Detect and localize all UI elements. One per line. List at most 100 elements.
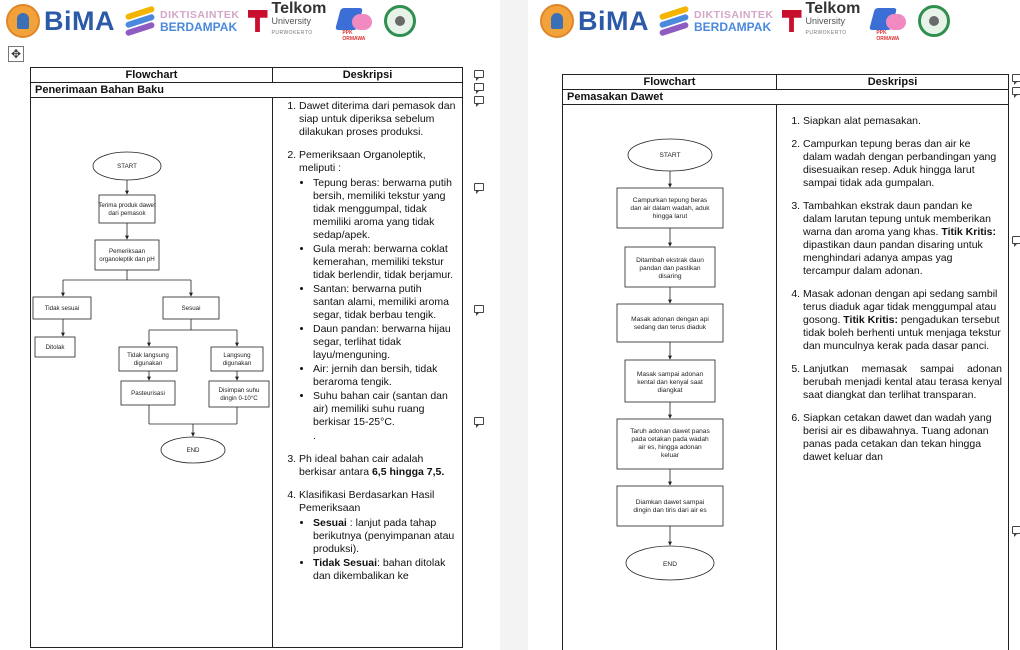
flow-step-ditolak	[34, 336, 76, 358]
flow-label-pemeriksaan-1: Pemeriksaan	[109, 248, 146, 255]
diktisaintek-logo-text: DIKTISAINTEK BERDAMPAK	[160, 9, 240, 33]
telkom-line2: University	[271, 16, 312, 26]
description-steps: Dawet diterima dari pemasok dan siap unt…	[281, 100, 456, 583]
flow-label-langsung-1: Langsung	[223, 352, 251, 359]
flow-step-taruh-cetakan	[616, 418, 724, 470]
header-logos: BiMA DIKTISAINTEK BERDAMPAK Telkom Unive…	[6, 1, 417, 42]
bima-badge-icon	[6, 4, 40, 38]
bima-logo-text: BiMA	[44, 5, 115, 36]
flow-label-start: START	[117, 163, 137, 170]
step-3-critical-label: Titik Kritis:	[941, 226, 996, 238]
comment-marker-icon[interactable]	[474, 96, 484, 107]
comment-marker-icon[interactable]	[474, 70, 484, 81]
step-4: Masak adonan dengan api sedang sambil te…	[803, 288, 1002, 353]
dikti-line1: DIKTISAINTEK	[160, 9, 240, 21]
comment-marker-icon[interactable]	[1012, 526, 1020, 537]
comment-marker-icon[interactable]	[1012, 74, 1020, 85]
flow-label-kental-3: diangkat	[658, 387, 683, 394]
step-4-text: Masak adonan dengan api sedang sambil te…	[803, 288, 998, 326]
ppk-ormawa-logo-icon: PPK ORMAWA	[869, 6, 910, 42]
step-1: Siapkan alat pemasakan.	[803, 115, 1002, 128]
flow-label-start: START	[659, 152, 680, 159]
university-seal-icon	[384, 5, 417, 37]
flow-end-terminal	[625, 545, 715, 581]
flow-step-masak-kental	[624, 359, 716, 403]
comment-marker-icon[interactable]	[474, 83, 484, 94]
flow-label-diamkan-2: dingin dan tiris dari air es	[633, 507, 707, 514]
flow-step-ekstrak-pandan	[624, 246, 716, 288]
classification-tidak-sesuai-label: Tidak Sesuai	[313, 557, 378, 569]
flow-label-campurkan-3: hingga larut	[653, 213, 688, 220]
flow-label-tidak-langsung-1: Tidak langsung	[127, 352, 169, 359]
step-3: Tambahkan ekstrak daun pandan ke dalam l…	[803, 200, 1002, 278]
organoleptic-item-santan: Santan: berwarna putih santan alami, mem…	[313, 283, 456, 322]
diktisaintek-logo-text: DIKTISAINTEK BERDAMPAK	[694, 9, 774, 33]
flow-step-tidak-langsung	[118, 346, 178, 372]
organoleptic-item-gula: Gula merah: berwarna coklat kemerahan, m…	[313, 243, 456, 282]
comment-marker-icon[interactable]	[1012, 87, 1020, 98]
flow-label-pasteurisasi: Pasteurisasi	[131, 390, 165, 397]
organoleptic-item-suhu: Suhu bahan cair (santan dan air) memilik…	[313, 390, 456, 429]
column-header-deskripsi: Deskripsi	[272, 67, 463, 83]
comment-marker-icon[interactable]	[474, 305, 484, 316]
flow-label-taruh-4: keluar	[661, 452, 680, 459]
classification-list: Sesuai : lanjut pada tahap berikutnya (p…	[299, 517, 456, 583]
bima-logo-text: BiMA	[578, 5, 649, 36]
step-2-text: Pemeriksaan Organoleptik, meliputi :	[299, 149, 426, 174]
flow-step-terima	[98, 194, 156, 224]
flow-step-tidak-sesuai	[32, 296, 92, 320]
flow-step-masak-api-sedang	[616, 303, 724, 343]
flowchart-cell: START Campurkan tepung beras dan air dal…	[562, 104, 777, 650]
step-2: Campurkan tepung beras dan air ke dalam …	[803, 138, 1002, 190]
comment-marker-icon[interactable]	[474, 183, 484, 194]
step-4: Klasifikasi Berdasarkan Hasil Pemeriksaa…	[299, 489, 456, 583]
telkom-line3: PURWOKERTO	[271, 30, 313, 36]
column-header-flowchart: Flowchart	[562, 74, 777, 90]
organoleptic-item-air: Air: jernih dan bersih, tidak beraroma t…	[313, 363, 456, 389]
flow-label-kental-1: Masak sampai adonan	[637, 371, 704, 378]
classification-sesuai-text: : lanjut pada tahap berikutnya (penyimpa…	[313, 517, 455, 555]
step-3: Ph ideal bahan cair adalah berkisar anta…	[299, 453, 456, 479]
table-move-handle-icon[interactable]: ✥	[8, 46, 24, 62]
diktisaintek-logo-icon	[124, 5, 156, 37]
flow-step-pasteurisasi	[120, 380, 176, 406]
step-5-text: Lanjutkan memasak sampai adonan berubah …	[803, 363, 1002, 401]
description-cell: Dawet diterima dari pemasok dan siap unt…	[272, 97, 463, 648]
flow-label-campurkan-1: Campurkan tepung beras	[633, 197, 708, 204]
classification-sesuai-label: Sesuai	[313, 517, 347, 529]
flow-label-taruh-2: pada cetakan pada wadah	[631, 436, 709, 443]
flow-label-taruh-1: Taruh adonan dawet panas	[630, 428, 710, 435]
flow-label-ekstrak-2: pandan dan pastikan	[639, 265, 701, 272]
flow-label-end: END	[663, 561, 677, 568]
comment-marker-icon[interactable]	[474, 417, 484, 428]
step-3-text: Tambahkan ekstrak daun pandan ke dalam l…	[803, 200, 991, 238]
flow-label-terima-1: Terima produk dawet	[98, 202, 156, 209]
step-6: Siapkan cetakan dawet dan wadah yang ber…	[803, 412, 1002, 464]
step-2-trailing-dot: .	[313, 430, 316, 442]
flow-label-disimpan-1: Disimpan suhu	[219, 387, 260, 394]
flow-label-kental-2: kental dan kenyal saat	[637, 379, 703, 386]
flow-label-ekstrak-1: Ditambah ekstrak daun	[636, 257, 704, 264]
classification-item-tidak-sesuai: Tidak Sesuai: bahan ditolak dan dikembal…	[313, 557, 456, 583]
step-2: Pemeriksaan Organoleptik, meliputi : Tep…	[299, 149, 456, 443]
header-logos: BiMA DIKTISAINTEK BERDAMPAK Telkom Unive…	[540, 0, 951, 42]
step-2-text: Campurkan tepung beras dan air ke dalam …	[803, 138, 997, 189]
step-1: Dawet diterima dari pemasok dan siap unt…	[299, 100, 456, 139]
flow-label-masak-1: Masak adonan dengan api	[631, 316, 709, 323]
telkom-line1: Telkom	[805, 0, 861, 17]
flow-step-diamkan	[616, 485, 724, 527]
ppk-label: PPK ORMAWA	[342, 30, 366, 42]
comment-marker-icon[interactable]	[1012, 236, 1020, 247]
column-header-deskripsi: Deskripsi	[776, 74, 1009, 90]
flow-label-disimpan-2: dingin 0-10°C	[220, 395, 258, 402]
step-3-text: Ph ideal bahan cair adalah berkisar anta…	[299, 453, 424, 478]
step-3-ph-range: 6,5 hingga 7,5	[371, 466, 442, 478]
step-6-text: Siapkan cetakan dawet dan wadah yang ber…	[803, 412, 992, 463]
telkom-line3: PURWOKERTO	[805, 30, 847, 36]
description-steps: Siapkan alat pemasakan. Campurkan tepung…	[785, 115, 1002, 464]
step-4-critical-label: Titik Kritis:	[843, 314, 898, 326]
flow-label-taruh-3: air es, hingga adonan	[638, 444, 702, 451]
classification-tidak-sesuai-text: : bahan ditolak dan dikembalikan ke	[313, 557, 446, 582]
telkom-logo-text: Telkom University PURWOKERTO	[271, 1, 327, 39]
step-3-critical-text: dipastikan daun pandan disaring untuk me…	[803, 239, 983, 277]
